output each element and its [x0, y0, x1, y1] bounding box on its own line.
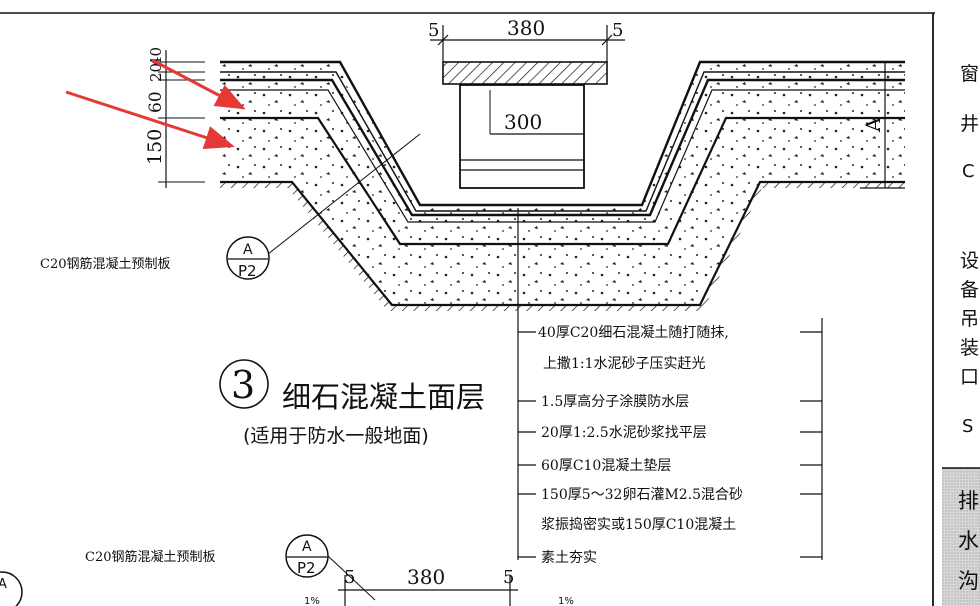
red-arrow-2 — [65, 90, 235, 150]
sidebar-char-3: C — [962, 161, 975, 182]
precast-slab — [442, 61, 608, 85]
layer-text-2: 上撒1:1水泥砂子压实赶光 — [543, 356, 706, 372]
dim-v-60: 60 — [146, 91, 166, 113]
slab-leader-bottom — [327, 555, 376, 601]
sidebar-char-8: 口 — [960, 366, 979, 388]
surface-line-1 — [220, 60, 905, 207]
sidebar-char-4: 设 — [960, 250, 979, 272]
ref-circle-top — [226, 236, 270, 280]
sidebar-char-1: 窗 — [960, 63, 979, 85]
top-dim-tick-l — [437, 34, 449, 46]
dim-inner-width: 300 — [504, 110, 542, 134]
dim-bottom-right: 5 — [503, 567, 514, 588]
cushion-line — [220, 116, 905, 246]
ref-sheet-bottom: P2 — [297, 559, 316, 577]
dim-v-150: 150 — [144, 129, 166, 165]
dim-a-label: A — [861, 117, 885, 133]
layer-text-1: 40厚C20细石混凝土随打随抹, — [538, 324, 729, 341]
surface-line-3 — [220, 78, 905, 217]
surface-line-4 — [220, 89, 905, 223]
sidebar-shaded-char-2: 水 — [958, 529, 979, 553]
ref-letter-bottom: A — [302, 539, 312, 555]
dim-bottom-width: 380 — [407, 565, 445, 589]
layer-list: 40厚C20细石混凝土随打随抹, 上撒1:1水泥砂子压实赶光 1.5厚高分子涂膜… — [518, 324, 822, 566]
sidebar-shaded-char-3: 沟 — [958, 569, 979, 593]
section-title: 细石混凝土面层 — [282, 380, 485, 414]
top-dim-tick-r — [601, 34, 613, 46]
sidebar-char-2: 井 — [960, 113, 979, 135]
slab-leader-top — [257, 133, 421, 263]
ref-sheet-top: P2 — [238, 262, 257, 280]
sidebar-char-5: 备 — [960, 279, 979, 301]
dim-top-left: 5 — [428, 20, 439, 41]
trench-void — [459, 84, 585, 189]
dim-v-20: 20 — [147, 63, 165, 82]
layer-text-8: 素土夯实 — [541, 550, 597, 566]
section-number-circle — [219, 359, 269, 409]
section-number: 3 — [231, 363, 255, 407]
concrete-fill — [220, 62, 905, 305]
ref-circle-edge — [0, 571, 23, 606]
sidebar-shaded-panel — [942, 468, 980, 606]
precast-slab-label-top: C20钢筋混凝土预制板 — [40, 256, 171, 272]
red-arrow-1 — [151, 58, 246, 110]
sidebar-char-6: 吊 — [960, 308, 979, 330]
layer-text-3: 1.5厚高分子涂膜防水层 — [541, 393, 689, 410]
layer-text-4: 20厚1:2.5水泥砂浆找平层 — [541, 425, 707, 441]
dim-top-right: 5 — [612, 20, 623, 41]
layer-text-7: 浆振捣密实或150厚C10混凝土 — [541, 516, 736, 533]
sidebar-char-7: 装 — [960, 337, 979, 359]
slope-right: 1% — [558, 596, 574, 606]
sidebar-shaded-char-1: 排 — [958, 489, 979, 513]
slope-left: 1% — [304, 596, 320, 606]
layer-text-5: 60厚C10混凝土垫层 — [541, 458, 671, 474]
ref-letter-edge: A — [0, 577, 7, 592]
dim-top-width: 380 — [507, 16, 545, 40]
section-subtitle: (适用于防水一般地面) — [243, 425, 429, 447]
dim-bottom-left: 5 — [344, 567, 355, 588]
layer-text-6: 150厚5～32卵石灌M2.5混合砂 — [541, 487, 743, 503]
precast-slab-label-bottom: C20钢筋混凝土预制板 — [85, 549, 216, 565]
sidebar-char-9: S — [962, 416, 973, 437]
ref-letter-top: A — [243, 242, 253, 258]
surface-line-2 — [220, 71, 905, 212]
